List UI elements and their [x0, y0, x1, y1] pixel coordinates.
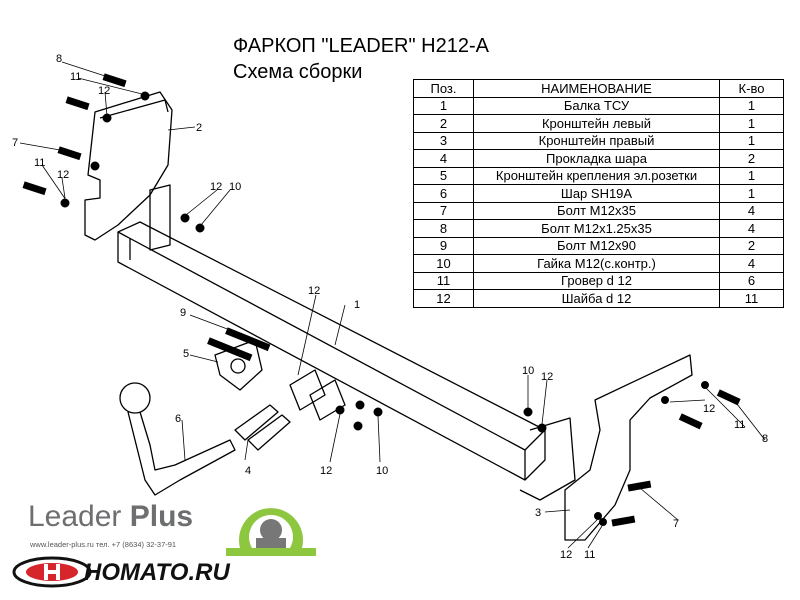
leader-plus-logo: Leader Plus: [28, 500, 193, 534]
cell-name: Кронштейн правый: [473, 131, 720, 150]
callout-8-top: 8: [56, 53, 62, 65]
callout-11-top: 11: [70, 71, 81, 83]
callout-11-r2: 11: [734, 419, 745, 431]
cell-qty: 11: [719, 289, 784, 308]
callout-6: 6: [175, 413, 181, 425]
callout-11-bottom: 11: [584, 549, 595, 561]
logo-word-leader: Leader: [28, 500, 122, 533]
callout-12-right: 12: [541, 371, 553, 383]
callout-10-right: 10: [522, 365, 534, 377]
tow-ball-shape: [119, 382, 151, 414]
callout-10-low: 10: [376, 465, 388, 477]
callout-12-left: 12: [57, 169, 69, 181]
contact-line: www.leader-plus.ru тел. +7 (8634) 32-37-…: [30, 540, 177, 549]
cell-name: Кронштейн крепления эл.розетки: [473, 166, 720, 185]
cell-name: Болт М12х35: [473, 201, 720, 220]
callout-1: 1: [354, 299, 360, 311]
callout-12-r2: 12: [703, 403, 715, 415]
callout-12-beam: 12: [308, 285, 320, 297]
homato-emblem-icon: [12, 556, 92, 588]
right-bracket-shape: [564, 354, 693, 541]
callout-11-left: 11: [34, 157, 45, 169]
cell-pos: 12: [413, 289, 474, 308]
callout-3: 3: [535, 507, 541, 519]
page-subtitle: Схема сборки: [233, 61, 363, 83]
callout-10-mid: 10: [229, 181, 241, 193]
left-bracket-shape: [84, 91, 173, 241]
callout-12-top: 12: [98, 85, 110, 97]
homato-logo-text: HOMATO.RU: [84, 559, 230, 586]
callout-12-mid: 12: [210, 181, 222, 193]
callout-8-right: 8: [762, 433, 768, 445]
callout-7-left: 7: [12, 137, 18, 149]
callout-7-right: 7: [673, 518, 679, 530]
callout-12-bottom: 12: [560, 549, 572, 561]
tow-beam-shape: [117, 221, 546, 451]
logo-word-plus: Plus: [129, 500, 194, 533]
leader-plus-emblem-icon: [226, 508, 316, 556]
callout-9: 9: [180, 307, 186, 319]
callout-5: 5: [183, 348, 189, 360]
cell-name: Шайба d 12: [473, 289, 720, 308]
callout-2: 2: [196, 122, 202, 134]
page-title: ФАРКОП "LEADER" H212-A: [233, 35, 489, 57]
callout-4: 4: [245, 465, 251, 477]
cell-name: Болт М12х1.25х35: [473, 219, 720, 238]
callout-12-low: 12: [320, 465, 332, 477]
